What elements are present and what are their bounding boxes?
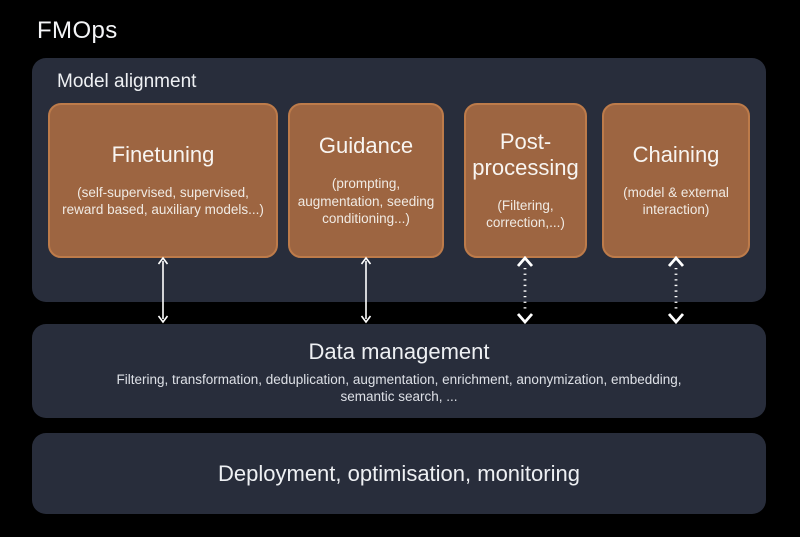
- data-management-title: Data management: [308, 339, 490, 364]
- chaining-box: Chaining (model & external interaction): [602, 103, 750, 258]
- finetuning-data-double-arrow-icon: [153, 255, 173, 325]
- post-processing-data-dotted-double-arrow-icon: [515, 255, 535, 325]
- guidance-subtitle: (prompting, augmentation, seeding condit…: [297, 176, 435, 227]
- data-management-panel: Data management Filtering, transformatio…: [32, 324, 766, 418]
- deployment-title: Deployment, optimisation, monitoring: [218, 460, 580, 486]
- chaining-title: Chaining: [632, 141, 720, 167]
- chaining-data-dotted-double-arrow-icon: [666, 255, 686, 325]
- finetuning-box: Finetuning (self-supervised, supervised,…: [48, 103, 278, 258]
- finetuning-title: Finetuning: [111, 141, 215, 167]
- page-title: FMOps: [37, 17, 118, 44]
- post-processing-box: Post-processing (Filtering, correction,.…: [464, 103, 587, 258]
- deployment-panel: Deployment, optimisation, monitoring: [32, 433, 766, 514]
- guidance-title: Guidance: [318, 133, 414, 159]
- post-processing-subtitle: (Filtering, correction,...): [486, 197, 565, 231]
- chaining-subtitle: (model & external interaction): [623, 184, 729, 218]
- model-alignment-label: Model alignment: [57, 71, 197, 92]
- finetuning-subtitle: (self-supervised, supervised, reward bas…: [62, 184, 264, 218]
- model-alignment-panel: Model alignment Finetuning (self-supervi…: [32, 58, 766, 302]
- data-management-subtitle: Filtering, transformation, deduplication…: [116, 372, 682, 405]
- guidance-data-double-arrow-icon: [356, 255, 376, 325]
- post-processing-title: Post-processing: [472, 129, 579, 180]
- guidance-box: Guidance (prompting, augmentation, seedi…: [288, 103, 444, 258]
